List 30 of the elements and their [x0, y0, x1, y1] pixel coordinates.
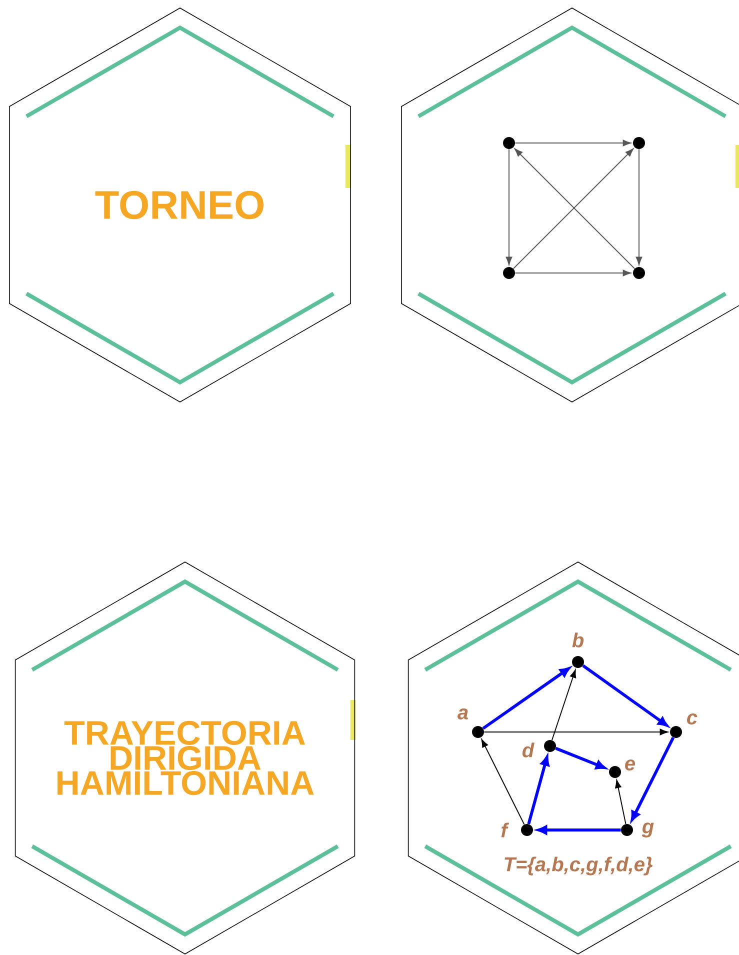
vertex-dot — [621, 824, 633, 836]
arrow — [615, 780, 626, 824]
arrow — [481, 739, 525, 825]
arrow — [555, 746, 606, 770]
arrow — [514, 270, 632, 276]
vertex-dot — [633, 267, 645, 279]
arrow — [482, 667, 570, 730]
path-formula: T={a,b,c,g,f,d,e} — [504, 856, 652, 876]
vertex-label: f — [501, 822, 509, 838]
arrow — [484, 728, 668, 736]
hexagon — [408, 562, 739, 954]
hexagon: TORNEO — [9, 8, 351, 402]
vertex-dot — [633, 137, 645, 149]
vertex-dot — [503, 137, 515, 149]
vertex-label: b — [572, 632, 584, 648]
arrow — [514, 140, 632, 146]
vertex-label: d — [522, 742, 534, 758]
hexagon — [401, 8, 739, 402]
arrow — [551, 669, 576, 741]
vertex-label: g — [642, 822, 654, 838]
vertex-dot — [503, 267, 515, 279]
arrow — [506, 148, 512, 266]
vertex-dot — [572, 656, 584, 668]
vertex-label: c — [687, 714, 698, 724]
vertex-dot — [521, 824, 533, 836]
vertex-dot — [472, 726, 484, 738]
vertex-label: a — [458, 708, 468, 720]
vertex-dot — [544, 740, 556, 752]
hexagon: TRAYECTORIA DIRIGIDA HAMILTONIANA — [14, 562, 356, 954]
arrow — [636, 148, 642, 266]
